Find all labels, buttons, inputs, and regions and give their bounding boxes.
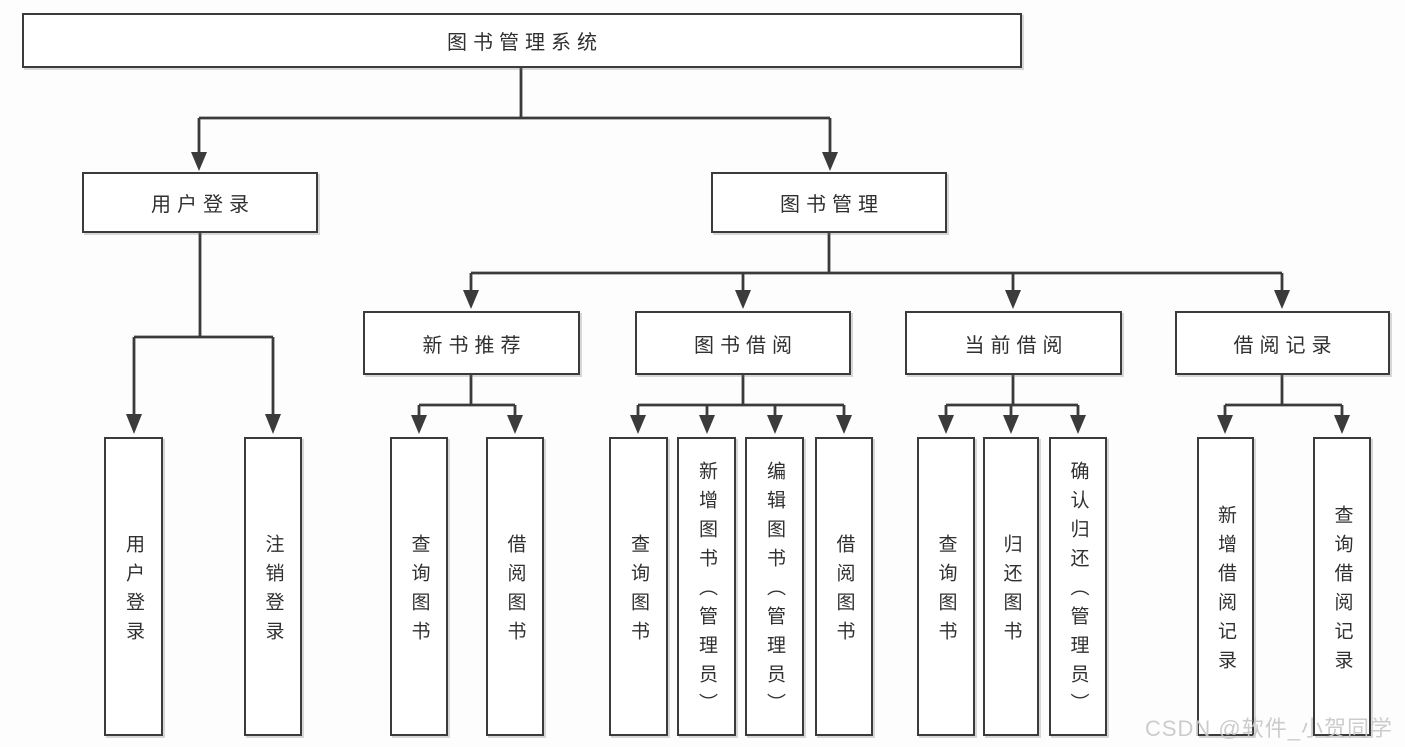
node-label: 当前借阅 xyxy=(964,334,1069,357)
leaf-borrow-add-books-admin: 新增图书（管理员） xyxy=(677,437,736,736)
leaf-records-add-record: 新增借阅记录 xyxy=(1197,437,1254,736)
node-label: 图书借阅 xyxy=(694,334,798,357)
connector-user-login-to-leaves xyxy=(126,233,281,434)
leaf-borrow-edit-books-admin: 编辑图书（管理员） xyxy=(745,437,804,736)
node-label: 确认归还（管理员） xyxy=(1067,461,1089,722)
node-label: 查询图书 xyxy=(408,533,430,650)
node-label: 图书管理系统 xyxy=(447,32,603,54)
node-label: 用户登录 xyxy=(123,533,144,650)
leaf-logout: 注销登录 xyxy=(244,437,302,736)
node-label: 新增图书（管理员） xyxy=(696,461,717,722)
leaf-current-query-books: 查询图书 xyxy=(917,437,975,736)
leaf-recommend-borrow-books: 借阅图书 xyxy=(486,437,544,736)
node-label: 借阅图书 xyxy=(504,533,526,650)
node-label: 注销登录 xyxy=(262,533,284,650)
node-borrow-records: 借阅记录 xyxy=(1175,311,1390,375)
node-label: 用户登录 xyxy=(151,194,255,216)
node-label: 新书推荐 xyxy=(422,334,527,357)
node-label: 查询图书 xyxy=(935,533,957,650)
node-user-login: 用户登录 xyxy=(82,172,318,233)
connector-borrow-records-to-leaves xyxy=(1217,375,1350,434)
leaf-current-return-books: 归还图书 xyxy=(983,437,1039,736)
connector-new-book-recommend-to-leaves xyxy=(411,375,523,434)
node-book-borrow: 图书借阅 xyxy=(635,311,851,375)
node-label: 查询图书 xyxy=(628,533,649,650)
leaf-records-query-record: 查询借阅记录 xyxy=(1313,437,1371,736)
node-label: 编辑图书（管理员） xyxy=(764,461,785,722)
node-label: 图书管理 xyxy=(780,194,884,216)
node-label: 新增借阅记录 xyxy=(1215,504,1236,679)
leaf-recommend-query-books: 查询图书 xyxy=(390,437,448,736)
leaf-current-confirm-return-admin: 确认归还（管理员） xyxy=(1049,437,1107,736)
node-current-borrow: 当前借阅 xyxy=(905,311,1122,375)
watermark: CSDN @软件_小贺同学 xyxy=(1144,716,1393,741)
connector-root-to-level2 xyxy=(191,68,838,171)
connector-current-borrow-to-leaves xyxy=(938,375,1086,434)
node-label: 借阅图书 xyxy=(833,533,855,650)
leaf-user-login: 用户登录 xyxy=(104,437,163,736)
node-new-book-recommend: 新书推荐 xyxy=(363,311,580,375)
leaf-borrow-query-books: 查询图书 xyxy=(609,437,668,736)
node-label: 借阅记录 xyxy=(1233,334,1338,357)
node-label: 归还图书 xyxy=(1000,533,1022,650)
node-label: 查询借阅记录 xyxy=(1331,504,1353,679)
node-root: 图书管理系统 xyxy=(22,13,1022,68)
connector-book-management-to-level3 xyxy=(463,233,1290,309)
connector-book-borrow-to-leaves xyxy=(630,375,852,434)
leaf-borrow-borrow-books: 借阅图书 xyxy=(815,437,873,736)
node-book-management: 图书管理 xyxy=(711,172,947,233)
